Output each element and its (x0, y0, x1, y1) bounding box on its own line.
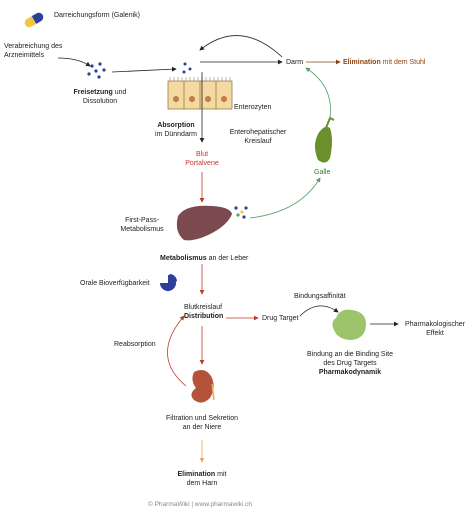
enterocytes-label: Enterozyten (234, 104, 272, 111)
binding-site-label: Bindung an die Binding Site des Drug Tar… (306, 351, 393, 367)
portal-vein-label: Blut Portalvene (185, 151, 219, 167)
intestine-particles-icon (182, 62, 192, 74)
pharmacodynamics-label: Pharmakodynamik (318, 369, 382, 376)
metabolism-label: Metabolismus an der Leber (160, 255, 249, 262)
arrow-bile-to-intestine (305, 67, 331, 119)
bioavailability-pie-icon (160, 274, 177, 291)
absorption-label: Absorption im Dünndarm (154, 122, 197, 138)
capsule-icon (24, 12, 44, 28)
dosage-form-label: Darreichungsform (Galenik) (54, 12, 140, 19)
kidney-illustration (191, 370, 215, 403)
distribution-label: Distribution (184, 313, 224, 320)
drug-target-label: Drug Target (262, 315, 299, 322)
gallbladder-illustration (315, 116, 335, 163)
arrow-administration-to-release (57, 57, 91, 67)
binding-affinity-label: Bindungsaffinität (294, 293, 346, 300)
drug-target-illustration (332, 309, 366, 340)
bile-label: Galle (314, 169, 331, 176)
elimination-urine-label: Elimination mit dem Harn (177, 471, 227, 487)
administration-label: Verabreichung des Arzneimittels (4, 43, 63, 59)
elimination-stool-label: Elimination mit dem Stuhl (343, 59, 426, 66)
circulation-label: Blutkreislauf (184, 304, 223, 311)
reabsorption-label: Reabsorption (114, 341, 156, 348)
metabolite-particles-icon (234, 206, 248, 219)
intestine-label: Darm (286, 59, 304, 66)
kidney-label: Filtration und Sekretion an der Niere (166, 415, 238, 431)
released-particles-icon (87, 62, 106, 79)
arrow-release-to-intestine (111, 66, 177, 73)
arrow-binding-affinity (299, 305, 339, 317)
release-label: Freisetzung und Dissolution (73, 89, 127, 105)
arrow-reabsorption (167, 315, 187, 387)
arrow-intestine-loop (199, 35, 283, 58)
first-pass-label: First-Pass- Metabolismus (120, 217, 164, 233)
enterocytes-illustration (167, 77, 233, 110)
pharmacological-effect-label: Pharmakologischer Effekt (405, 321, 465, 337)
liver-illustration (176, 205, 232, 241)
arrow-liver-to-bile (249, 177, 321, 219)
footer-copyright: © PharmaWiki | www.pharmawiki.ch (148, 501, 252, 508)
enterohepatic-label: Enterohepatischer Kreislauf (229, 129, 287, 145)
bioavailability-label: Orale Bioverfügbarkeit (80, 280, 150, 287)
